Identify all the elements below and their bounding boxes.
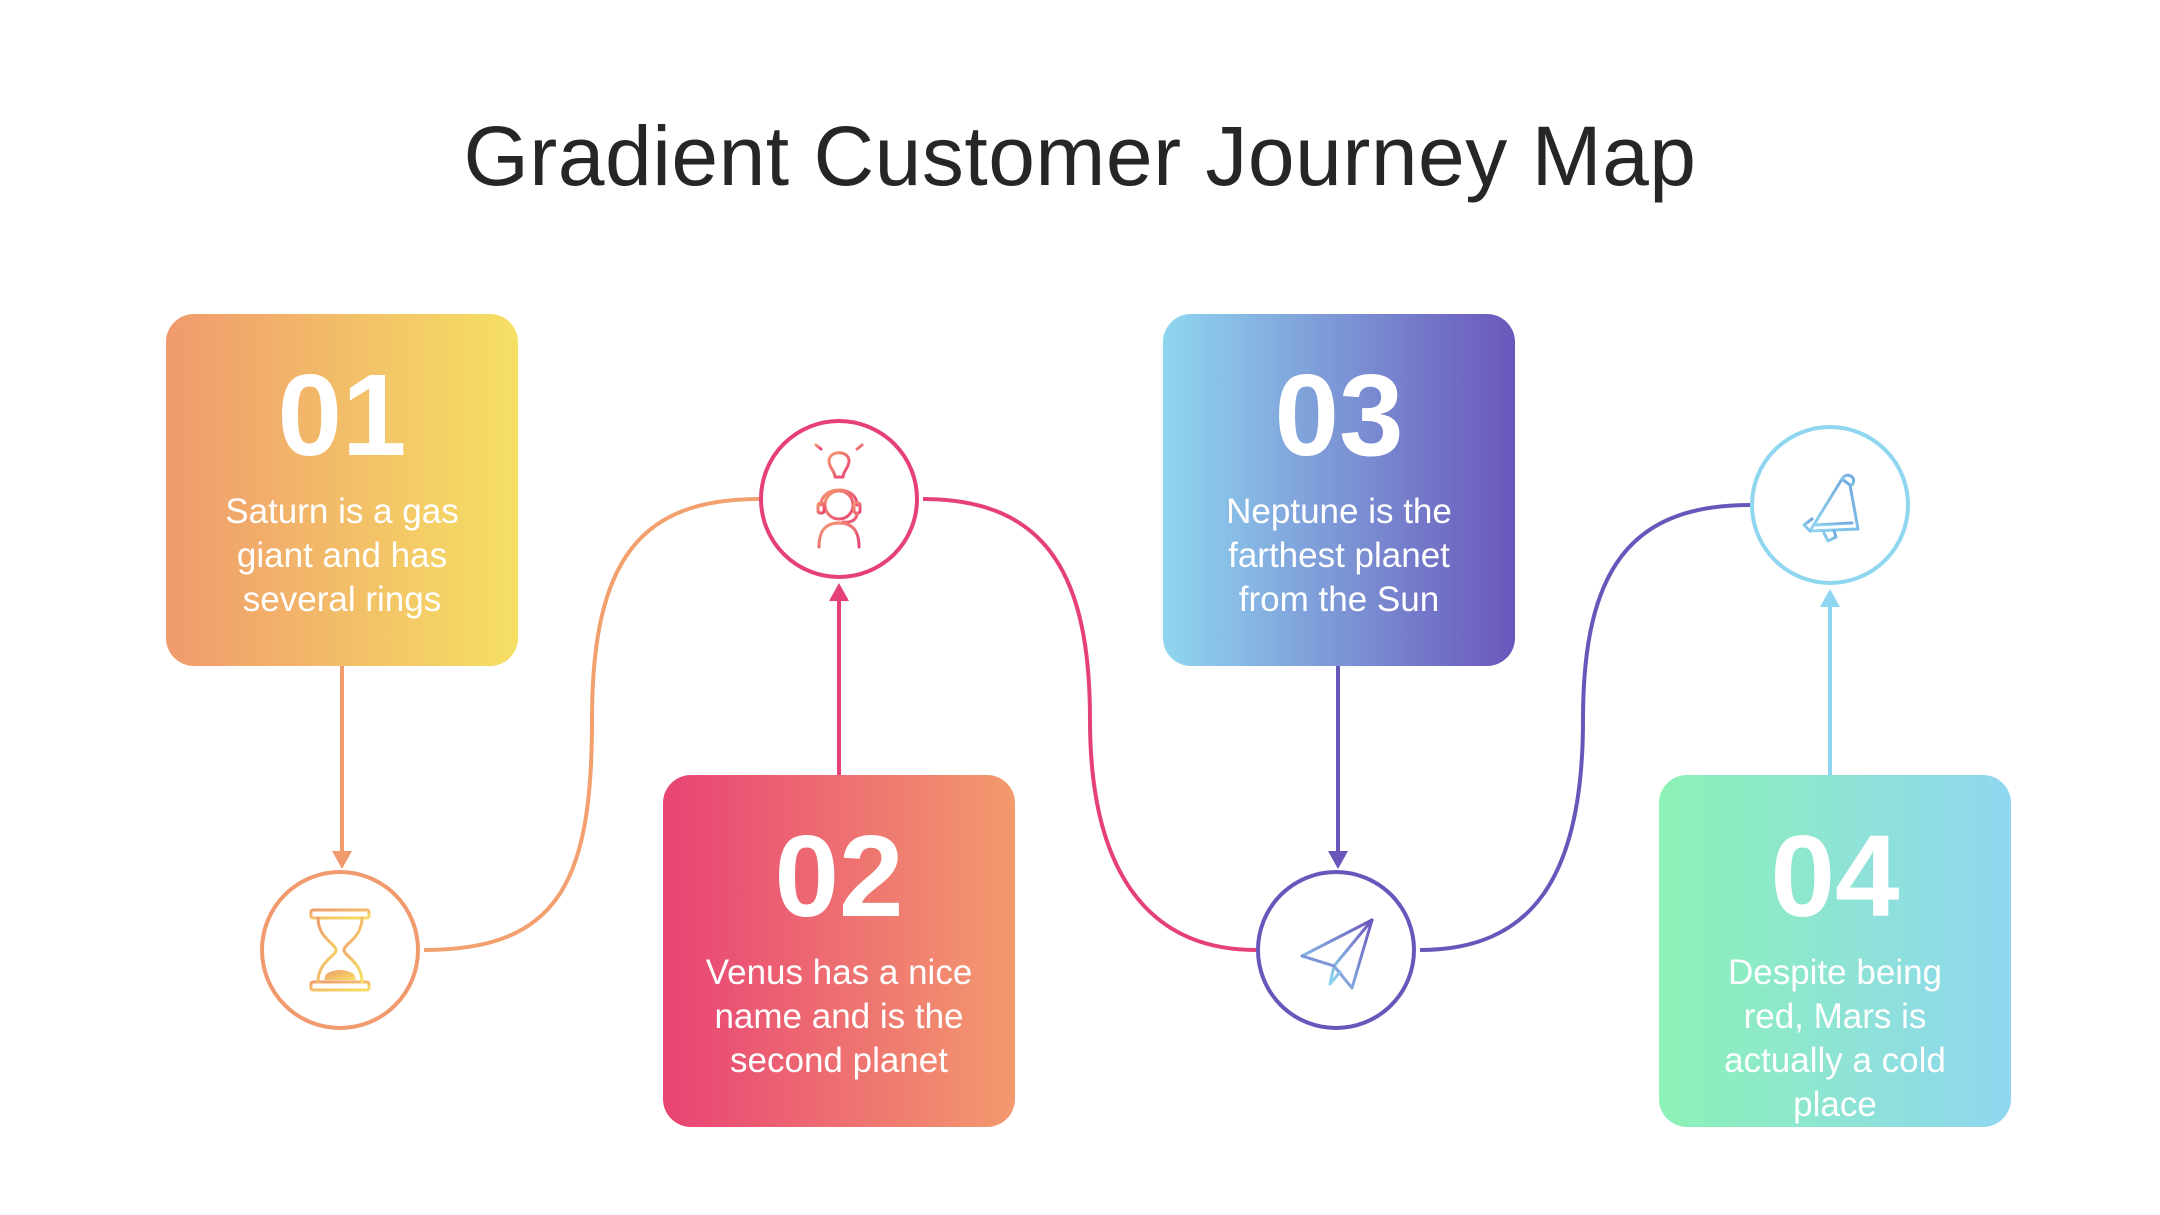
arrow-head-1	[332, 851, 352, 869]
step-number: 03	[1274, 350, 1404, 480]
step-description: Neptune is the farthest planet from the …	[1226, 492, 1452, 619]
arrow-head-4	[1820, 589, 1840, 607]
step-description: Venus has a nice name and is the second …	[705, 953, 973, 1080]
step-card-02: 02 Venus has a nice name and is the seco…	[663, 775, 1015, 1127]
arrow-head-2	[829, 583, 849, 601]
step-card-01: 01 Saturn is a gas giant and has several…	[166, 314, 518, 666]
step-number: 04	[1770, 811, 1900, 941]
step-node-03	[1256, 870, 1416, 1030]
megaphone-icon	[1802, 473, 1860, 543]
hourglass-icon	[309, 908, 371, 992]
step-node-02	[759, 419, 919, 579]
step-description: Saturn is a gas giant and has several ri…	[225, 492, 459, 619]
arrow-head-3	[1328, 851, 1348, 869]
idea-support-icon	[811, 443, 867, 549]
step-node-01	[260, 870, 420, 1030]
step-card-03: 03 Neptune is the farthest planet from t…	[1163, 314, 1515, 666]
step-node-04	[1750, 425, 1910, 585]
connector-curve-3-4	[1419, 503, 1751, 952]
step-number: 01	[277, 350, 407, 480]
paper-plane-icon	[1300, 918, 1374, 990]
connector-curve-1-2	[423, 497, 760, 952]
step-card-04: 04 Despite being red, Mars is actually a…	[1659, 775, 2011, 1127]
step-number: 02	[774, 811, 904, 941]
page-title: Gradient Customer Journey Map	[463, 109, 1697, 203]
step-description: Despite being red, Mars is actually a co…	[1724, 953, 1946, 1124]
connector-curve-2-3	[922, 497, 1257, 952]
